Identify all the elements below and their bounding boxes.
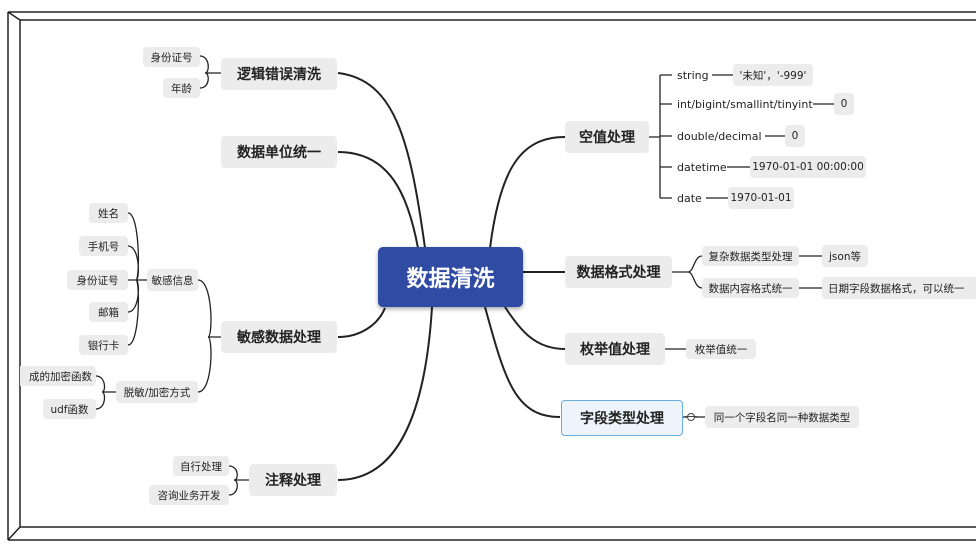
leaf-id-number[interactable]: 身份证号 (143, 47, 200, 67)
topic-format-handling[interactable]: 数据格式处理 (565, 256, 672, 288)
format-complex-types[interactable]: 复杂数据类型处理 (702, 246, 799, 266)
leaf-consult-dev[interactable]: 咨询业务开发 (149, 485, 229, 505)
topic-enum-handling[interactable]: 枚举值处理 (565, 333, 665, 365)
leaf-email[interactable]: 邮箱 (89, 302, 128, 322)
topic-unit-unify[interactable]: 数据单位统一 (221, 136, 337, 168)
central-topic[interactable]: 数据清洗 (378, 247, 523, 307)
null-value-double[interactable]: 0 (785, 125, 805, 147)
link-fieldtype (484, 306, 561, 418)
link-comments (337, 306, 433, 481)
null-value-date[interactable]: 1970-01-01 (728, 187, 794, 209)
topic-field-type-handling[interactable]: 字段类型处理 (561, 400, 683, 436)
format-complex-types-value[interactable]: json等 (822, 245, 868, 267)
null-type-string: string (677, 68, 709, 82)
leaf-name[interactable]: 姓名 (89, 203, 128, 223)
leaf-builtin-encrypt-function[interactable]: 成的加密函数 (20, 366, 96, 386)
format-content-unify[interactable]: 数据内容格式统一 (702, 278, 799, 298)
leaf-udf-function[interactable]: udf函数 (43, 399, 96, 419)
null-type-date: date (677, 191, 702, 205)
link-unit (337, 151, 419, 249)
field-type-value[interactable]: 同一个字段名同一种数据类型 (705, 406, 859, 428)
link-enum (504, 306, 566, 350)
null-value-int[interactable]: 0 (834, 93, 854, 115)
collapse-node-icon[interactable] (685, 413, 697, 421)
null-type-int: int/bigint/smallint/tinyint (677, 97, 813, 111)
leaf-phone[interactable]: 手机号 (79, 236, 128, 256)
link-sensitive (337, 307, 386, 338)
leaf-bank-card[interactable]: 银行卡 (79, 335, 128, 355)
topic-logic-errors[interactable]: 逻辑错误清洗 (221, 58, 337, 90)
null-type-double: double/decimal (677, 129, 762, 143)
leaf-self-handle[interactable]: 自行处理 (173, 456, 229, 476)
null-type-datetime: datetime (677, 160, 727, 174)
subtopic-sensitive-info[interactable]: 敏感信息 (147, 269, 198, 291)
link-null (489, 136, 566, 249)
null-value-string[interactable]: '未知'，'-999' (733, 64, 813, 86)
format-content-unify-value[interactable]: 日期字段数据格式，可以统一 (822, 277, 976, 299)
link-logic (337, 72, 426, 249)
enum-value[interactable]: 枚举值统一 (686, 339, 756, 359)
null-value-datetime[interactable]: 1970-01-01 00:00:00 (750, 156, 866, 178)
topic-comments[interactable]: 注释处理 (249, 464, 337, 496)
topic-null-handling[interactable]: 空值处理 (565, 121, 649, 153)
leaf-id-card[interactable]: 身份证号 (67, 270, 128, 290)
leaf-age[interactable]: 年龄 (163, 78, 200, 98)
topic-sensitive-data[interactable]: 敏感数据处理 (221, 321, 337, 353)
subtopic-masking-methods[interactable]: 脱敏/加密方式 (116, 381, 198, 403)
